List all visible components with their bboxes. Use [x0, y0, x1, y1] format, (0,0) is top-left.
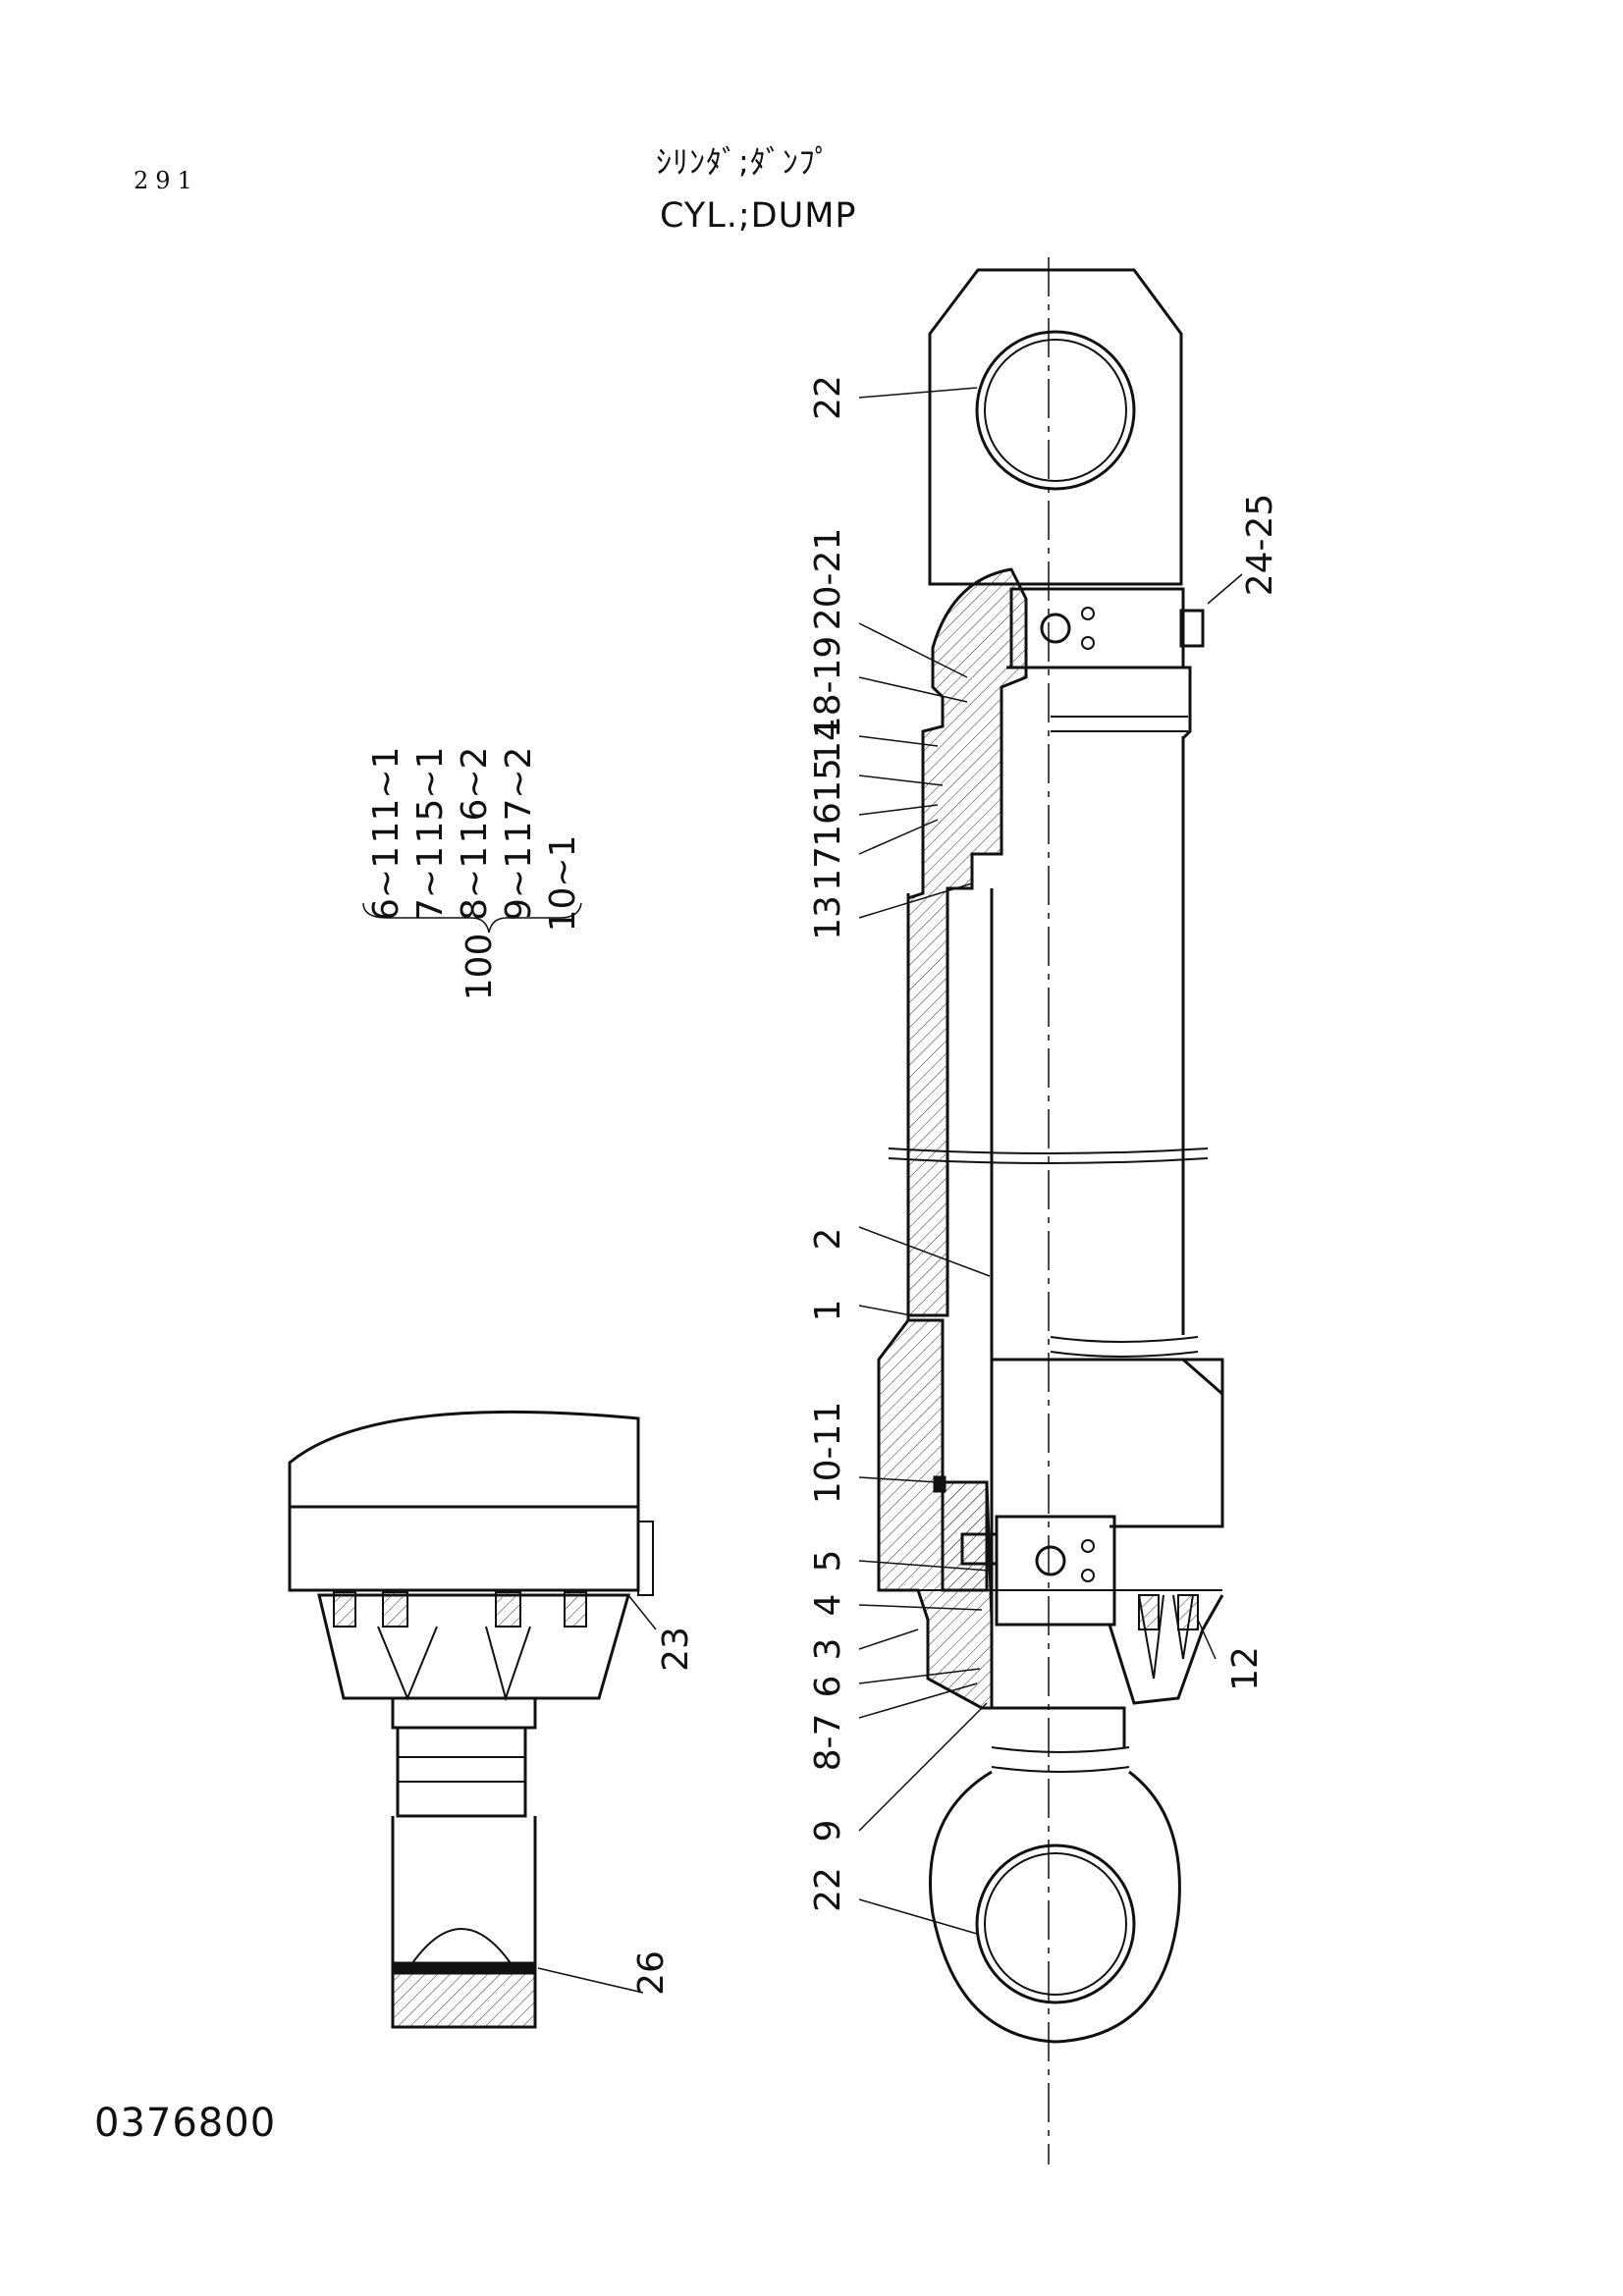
- callout-14: 14: [808, 719, 848, 764]
- callout-8-7: 8-7: [808, 1714, 848, 1772]
- callout-18-19: 18-19: [808, 636, 848, 739]
- base-bolt-plate: [995, 1515, 1116, 1627]
- callout-2: 2: [808, 1228, 848, 1251]
- callout-17: 17: [808, 846, 848, 891]
- seal-kit-item: 9~1: [499, 846, 539, 921]
- rod-gland-section: [906, 567, 1028, 1317]
- callout-22-top: 22: [808, 375, 848, 420]
- callout-23: 23: [656, 1627, 696, 1672]
- callout-1: 1: [808, 1300, 848, 1322]
- callout-10-11: 10-11: [808, 1402, 848, 1505]
- detail-boot: [317, 1593, 630, 1700]
- grease-fitting: [1179, 609, 1205, 648]
- rod-cover-right: [1006, 666, 1192, 1158]
- seal-kit-item: 16~2: [455, 747, 495, 844]
- callout-26: 26: [631, 1950, 672, 1996]
- seal-kit-item: 15~1: [410, 747, 451, 844]
- detail-housing: [288, 1505, 640, 1592]
- title-english: CYL.;DUMP: [660, 196, 857, 236]
- callout-20-21: 20-21: [808, 528, 848, 631]
- base-taper: [1182, 1358, 1224, 1526]
- top-pin-bore-inner: [984, 339, 1127, 482]
- detail-plate: [391, 1969, 537, 2029]
- gland-nut-section: [941, 1480, 989, 1592]
- callout-3: 3: [808, 1638, 848, 1661]
- seal-kit-item: 17~2: [499, 747, 539, 844]
- page-number: 291: [134, 167, 199, 194]
- callout-22-bottom: 22: [808, 1867, 848, 1912]
- callout-16: 16: [808, 802, 848, 847]
- detail-housing-top: [288, 1410, 640, 1509]
- right-boot: [1108, 1594, 1224, 1705]
- callout-9: 9: [808, 1820, 848, 1842]
- callout-6: 6: [808, 1676, 848, 1698]
- callout-12: 12: [1225, 1646, 1266, 1691]
- head-block: [1009, 587, 1185, 669]
- seal-kit-item: 11~1: [366, 747, 406, 844]
- callout-13: 13: [808, 895, 848, 940]
- break-line: [888, 1148, 1209, 1154]
- callout-4: 4: [808, 1594, 848, 1617]
- title-japanese: ｼﾘﾝﾀﾞ;ﾀﾞﾝﾌﾟ: [656, 143, 832, 181]
- seal-kit-number: 100: [460, 934, 500, 1001]
- bottom-pin-bore-outer: [975, 1843, 1136, 2004]
- top-pin-bore-outer: [975, 330, 1136, 491]
- top-clevis: [928, 268, 1183, 586]
- seal-kit-item: 10~1: [543, 835, 583, 933]
- callout-5: 5: [808, 1550, 848, 1573]
- seal-kit-item: 6~1: [366, 846, 406, 921]
- leader-lines: [362, 387, 1243, 1994]
- bottom-rod-eye: [929, 1770, 1181, 2044]
- seal-kit-item: 8~1: [455, 846, 495, 921]
- callout-15: 15: [808, 758, 848, 803]
- seal-kit-item: 7~1: [410, 846, 451, 921]
- drawing-number: 0376800: [94, 2101, 277, 2146]
- callout-24-25: 24-25: [1240, 494, 1280, 597]
